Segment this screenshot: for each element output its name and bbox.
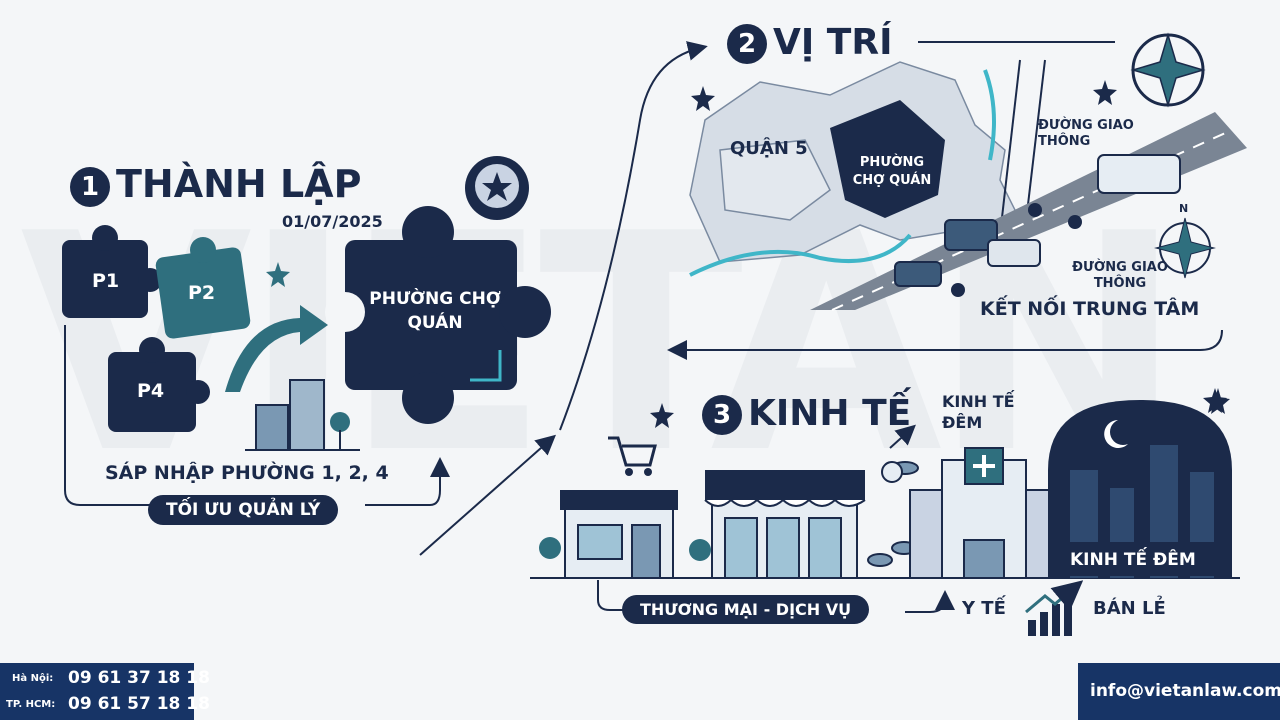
puzzle-label-p2: P2	[188, 282, 216, 304]
road-label-bottom: ĐƯỜNG GIAO THÔNG	[1072, 260, 1168, 291]
connector-1-to-3	[419, 434, 556, 556]
merge-arrow	[225, 305, 328, 392]
section3-night-label: KINH TẾ ĐÊM	[942, 392, 1015, 432]
road-graphic	[810, 112, 1247, 311]
road-label-top: ĐƯỜNG GIAO THÔNG	[1038, 118, 1134, 149]
hospital-building	[909, 447, 1059, 579]
section3-commerce-pill: THƯƠNG MẠI - DỊCH VỤ	[622, 595, 870, 624]
puzzle-piece-p4	[108, 337, 210, 432]
puzzle-piece-p1	[62, 225, 162, 318]
cart-icon	[608, 436, 657, 476]
emblem-icon	[465, 156, 529, 220]
puzzle-label-p1: P1	[92, 270, 120, 292]
section3-flow-line	[597, 580, 625, 611]
compass-icon-small	[1154, 217, 1216, 279]
growth-chart-icon	[1025, 580, 1084, 636]
coins-icon	[867, 424, 919, 567]
section1-flow-line	[64, 325, 150, 506]
hanoi-phone[interactable]: 09 61 37 18 18	[68, 668, 210, 688]
map-area	[689, 59, 1046, 277]
sparkle-icons	[266, 80, 1227, 428]
hcm-label: TP. HCM:	[6, 699, 56, 710]
contact-email-box: info@vietanlaw.com	[1078, 663, 1280, 720]
section1-pill: TỐI ƯU QUẢN LÝ	[148, 495, 339, 525]
buildings-icon	[245, 379, 360, 451]
section2-connect-text: KẾT NỐI TRUNG TÂM	[980, 298, 1200, 320]
section3-flow-arrow	[905, 590, 955, 613]
section1-flow-return	[365, 457, 450, 506]
connector-to-2	[559, 41, 708, 431]
section3-night-banner: KINH TẾ ĐÊM	[1070, 550, 1196, 570]
shop-small	[539, 490, 678, 579]
puzzle-label-p4: P4	[137, 380, 165, 402]
section1-title: THÀNH LẬP	[116, 162, 362, 206]
hanoi-label: Hà Nội:	[12, 673, 54, 684]
shop-large	[689, 470, 866, 579]
compass-north-label: N	[1179, 202, 1189, 215]
map-label-district: QUẬN 5	[730, 138, 808, 159]
section3-retail: BÁN LẺ	[1093, 598, 1166, 619]
compass-icon-large	[1130, 32, 1206, 108]
contact-email[interactable]: info@vietanlaw.com	[1090, 681, 1280, 701]
map-label-ward: PHƯỜNG CHỢ QUÁN	[852, 155, 932, 188]
section1-number: 1	[70, 166, 110, 207]
contact-phone-box: Hà Nội: 09 61 37 18 18 TP. HCM: 09 61 57…	[0, 663, 210, 720]
section1-date: 01/07/2025	[282, 212, 383, 231]
section3-health: Y TẾ	[962, 598, 1006, 619]
hcm-phone[interactable]: 09 61 57 18 18	[68, 694, 210, 714]
section3-title: KINH TẾ	[748, 393, 912, 434]
big-puzzle-label: PHƯỜNG CHỢ QUÁN	[369, 289, 501, 333]
section1-merge-text: SÁP NHẬP PHƯỜNG 1, 2, 4	[105, 462, 389, 484]
night-banner-bg	[1058, 542, 1230, 576]
section2-number: 2	[727, 24, 767, 64]
puzzle-piece-p2	[155, 237, 251, 339]
big-puzzle-piece	[325, 206, 551, 424]
section3-number: 3	[702, 395, 742, 435]
section2-title: VỊ TRÍ	[773, 22, 893, 63]
section2-return-line	[667, 329, 1223, 360]
